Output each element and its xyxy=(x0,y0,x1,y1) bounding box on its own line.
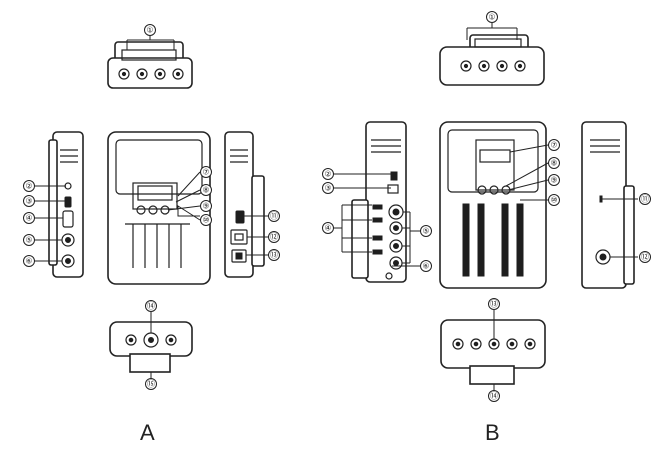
callout-a-11: ⑪ xyxy=(268,210,280,222)
svg-text:①: ① xyxy=(146,26,153,35)
callout-b-13: ⑬ xyxy=(488,298,500,310)
svg-text:⑩: ⑩ xyxy=(550,196,557,205)
panel-b-bottom-view xyxy=(440,319,546,385)
callout-a-3: ③ xyxy=(23,195,35,207)
callout-b-9: ⑨ xyxy=(548,174,560,186)
panel-a-rear-view xyxy=(107,131,211,285)
panel-b-top-view xyxy=(439,23,545,86)
callout-b-1: ① xyxy=(486,11,498,23)
callout-b-4: ④ xyxy=(322,222,334,234)
svg-text:⑫: ⑫ xyxy=(270,233,278,242)
svg-text:⑥: ⑥ xyxy=(422,262,429,271)
svg-text:④: ④ xyxy=(324,224,331,233)
svg-text:③: ③ xyxy=(25,197,32,206)
callout-b-3: ③ xyxy=(322,182,334,194)
callout-a-5: ⑤ xyxy=(23,234,35,246)
callout-b-14: ⑭ xyxy=(488,390,500,402)
svg-text:⑭: ⑭ xyxy=(490,392,498,401)
svg-text:⑫: ⑫ xyxy=(641,253,649,262)
callout-a-7: ⑦ xyxy=(200,166,212,178)
callout-a-9: ⑨ xyxy=(200,200,212,212)
svg-text:⑤: ⑤ xyxy=(25,236,32,245)
callout-a-4: ④ xyxy=(23,212,35,224)
svg-text:②: ② xyxy=(324,170,331,179)
callout-a-13: ⑬ xyxy=(268,249,280,261)
callout-b-2: ② xyxy=(322,168,334,180)
callout-a-10: ⑩ xyxy=(200,214,212,226)
svg-text:③: ③ xyxy=(324,184,331,193)
callout-a-1: ① xyxy=(144,24,156,36)
svg-text:⑦: ⑦ xyxy=(550,141,557,150)
callout-b-10: ⑩ xyxy=(548,194,560,206)
callout-a-15: ⑮ xyxy=(145,378,157,390)
callout-a-14: ⑭ xyxy=(145,300,157,312)
callout-b-7: ⑦ xyxy=(548,139,560,151)
svg-text:⑪: ⑪ xyxy=(270,212,278,221)
svg-text:⑭: ⑭ xyxy=(147,302,155,311)
callout-b-11: ⑪ xyxy=(639,193,651,205)
svg-text:⑤: ⑤ xyxy=(422,227,429,236)
svg-text:⑥: ⑥ xyxy=(25,257,32,266)
panel-b-left-side-view xyxy=(351,121,407,283)
panel-b-label: B xyxy=(485,420,500,445)
svg-text:④: ④ xyxy=(25,214,32,223)
svg-text:⑧: ⑧ xyxy=(202,186,209,195)
svg-text:⑪: ⑪ xyxy=(641,195,649,204)
svg-text:⑦: ⑦ xyxy=(202,168,209,177)
panel-a-right-side-view xyxy=(224,131,265,278)
svg-text:⑧: ⑧ xyxy=(550,159,557,168)
callout-a-2: ② xyxy=(23,180,35,192)
svg-text:⑨: ⑨ xyxy=(550,176,557,185)
panel-b-right-side-view xyxy=(581,121,635,289)
panel-a-left-side-view xyxy=(48,131,84,278)
svg-text:⑨: ⑨ xyxy=(202,202,209,211)
svg-text:①: ① xyxy=(488,13,495,22)
callout-a-12: ⑫ xyxy=(268,231,280,243)
panel-b-rear-view xyxy=(439,121,547,289)
callout-b-8: ⑧ xyxy=(548,157,560,169)
svg-text:②: ② xyxy=(25,182,32,191)
svg-text:⑬: ⑬ xyxy=(270,251,278,260)
svg-text:⑮: ⑮ xyxy=(147,380,155,389)
callout-b-5: ⑤ xyxy=(420,225,432,237)
panel-a-top-view xyxy=(107,35,193,89)
callout-b-12: ⑫ xyxy=(639,251,651,263)
svg-text:⑬: ⑬ xyxy=(490,300,498,309)
svg-text:⑩: ⑩ xyxy=(202,216,209,225)
callout-a-8: ⑧ xyxy=(200,184,212,196)
callout-a-6: ⑥ xyxy=(23,255,35,267)
panel-a-label: A xyxy=(140,420,155,445)
panel-a-bottom-view xyxy=(109,321,193,373)
callout-b-6: ⑥ xyxy=(420,260,432,272)
